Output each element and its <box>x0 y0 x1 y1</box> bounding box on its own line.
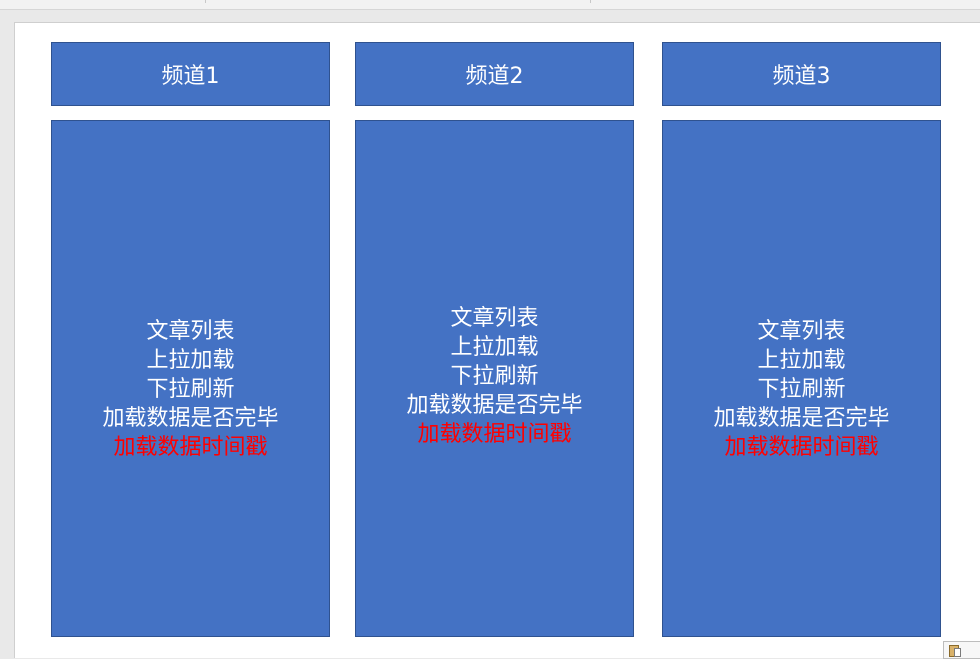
channel-2-line-2: 上拉加载 <box>450 334 539 360</box>
ruler-separator <box>585 0 595 4</box>
channel-1-header: 频道1 <box>51 42 330 106</box>
channel-2-line-3: 下拉刷新 <box>450 363 539 389</box>
channel-1-highlight: 加载数据时间戳 <box>113 435 268 460</box>
channel-1-line-2: 上拉加载 <box>146 348 235 373</box>
channel-2-line-4: 加载数据是否完毕 <box>406 392 583 418</box>
channel-3-line-1: 文章列表 <box>757 319 846 344</box>
slide-canvas: 频道1 文章列表 上拉加载 下拉刷新 加载数据是否完毕 加载数据时间戳 频道2 … <box>14 22 980 658</box>
channel-1-line-3: 下拉刷新 <box>146 377 235 402</box>
channel-1-line-1: 文章列表 <box>146 319 235 344</box>
ruler-separator <box>200 0 210 4</box>
channel-1-body: 文章列表 上拉加载 下拉刷新 加载数据是否完毕 加载数据时间戳 <box>51 120 330 637</box>
channel-2-header: 频道2 <box>355 42 634 106</box>
channel-1-line-4: 加载数据是否完毕 <box>102 406 279 431</box>
paste-options-icon[interactable] <box>943 641 980 659</box>
channel-2-highlight: 加载数据时间戳 <box>417 421 572 447</box>
channel-3-title: 频道3 <box>772 64 831 89</box>
channel-3-header: 频道3 <box>662 42 941 106</box>
channel-2-line-1: 文章列表 <box>450 305 539 331</box>
channel-3-line-3: 下拉刷新 <box>757 377 846 402</box>
channel-2-title: 频道2 <box>465 64 524 89</box>
channel-3-highlight: 加载数据时间戳 <box>724 435 879 460</box>
channel-1-title: 频道1 <box>161 64 220 89</box>
ruler-strip <box>0 0 980 10</box>
channel-3-body: 文章列表 上拉加载 下拉刷新 加载数据是否完毕 加载数据时间戳 <box>662 120 941 637</box>
channel-3-line-4: 加载数据是否完毕 <box>713 406 890 431</box>
channel-3-line-2: 上拉加载 <box>757 348 846 373</box>
channel-2-body: 文章列表 上拉加载 下拉刷新 加载数据是否完毕 加载数据时间戳 <box>355 120 634 637</box>
sheet-icon <box>954 648 961 657</box>
